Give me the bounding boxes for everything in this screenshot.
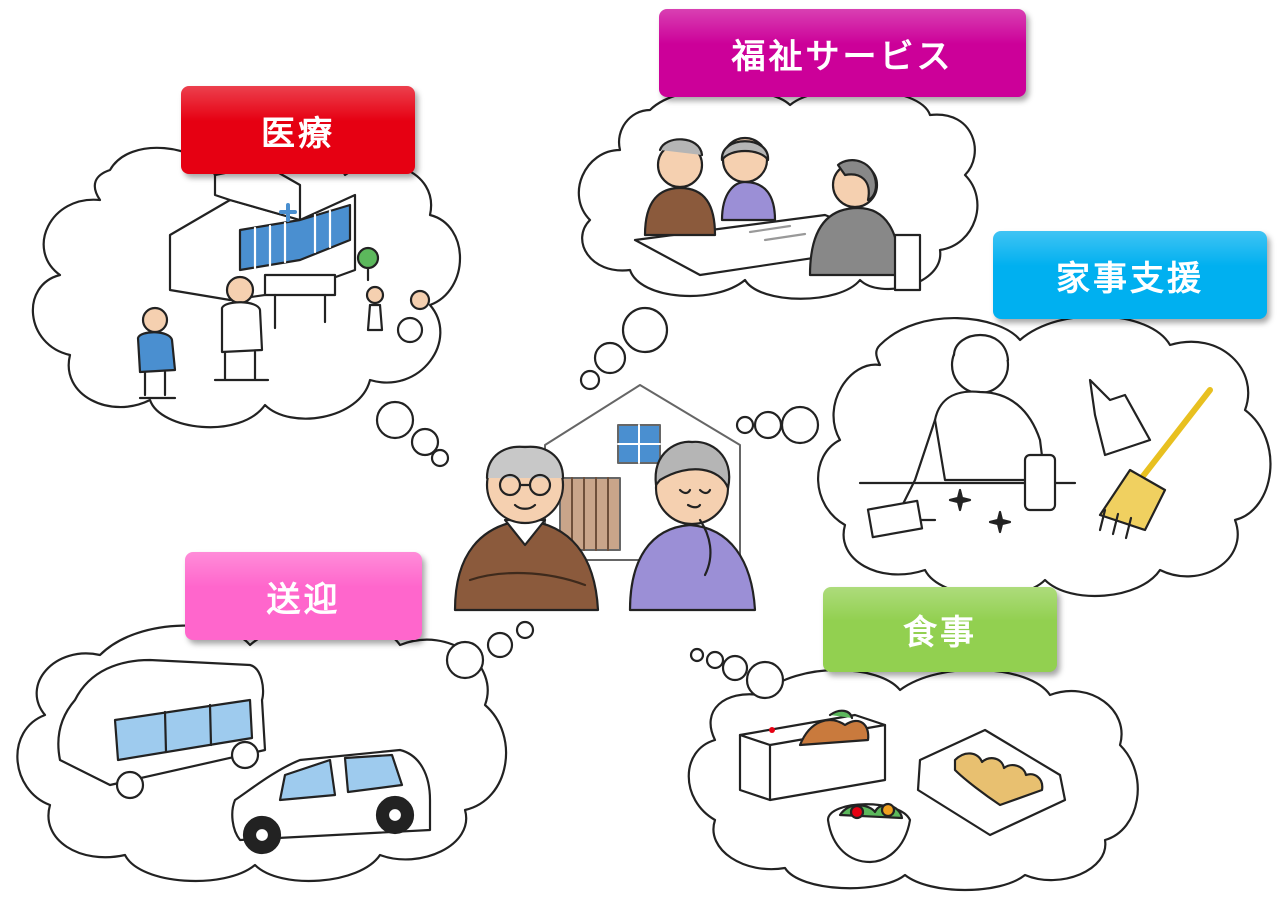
welfare-label-text: 福祉サービス	[731, 36, 954, 77]
bento-meal-icon	[738, 709, 1067, 864]
elderly-couple-house-icon	[453, 384, 757, 612]
transport-label: 送迎	[185, 552, 422, 640]
bubble-trail-medical	[375, 400, 450, 468]
bubble-trail-housework	[735, 405, 820, 445]
meals-label-text: 食事	[903, 613, 977, 653]
welfare-label: 福祉サービス	[659, 9, 1026, 97]
medical-label-text: 医療	[261, 113, 335, 154]
transport-label-text: 送迎	[266, 579, 341, 620]
housework-label-text: 家事支援	[1056, 258, 1204, 299]
consultation-meeting-icon	[633, 136, 922, 292]
medical-label: 医療	[181, 86, 415, 174]
hospital-doctor-icon	[136, 163, 431, 400]
cleaning-icon	[858, 334, 1213, 540]
bubble-trail-welfare	[579, 306, 669, 391]
bubble-trail-meals	[689, 647, 785, 700]
bubble-trail-transport	[445, 620, 535, 680]
bus-and-car-icon	[57, 658, 432, 855]
housework-label: 家事支援	[993, 231, 1267, 319]
meals-label: 食事	[823, 587, 1057, 672]
